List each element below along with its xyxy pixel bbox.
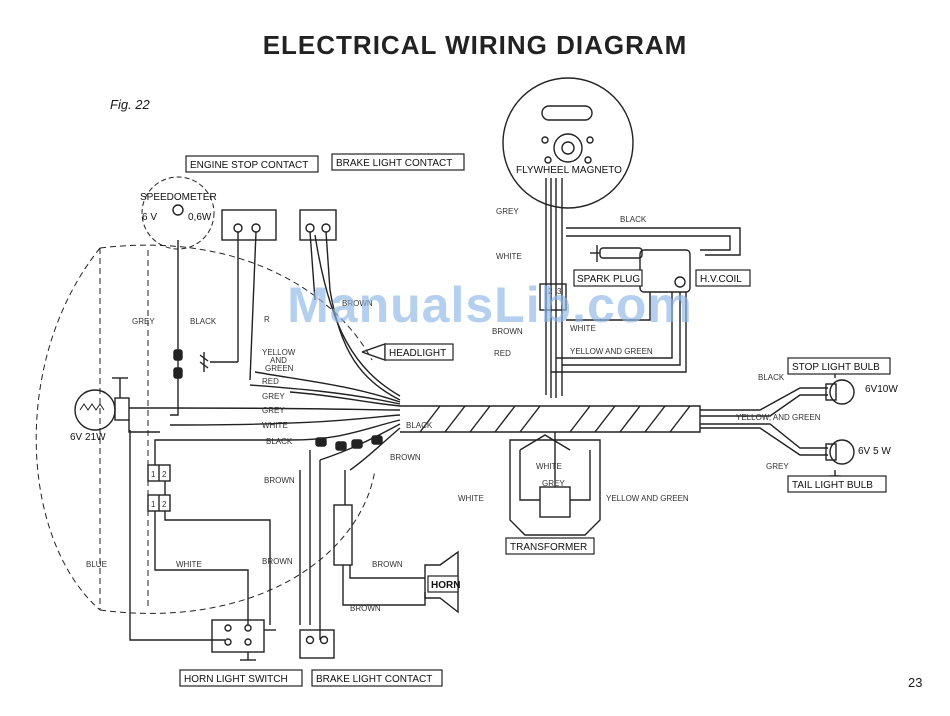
wire-label-red: RED <box>262 377 279 386</box>
wire-label-black: BLACK <box>758 373 785 382</box>
speedometer-label: SPEEDOMETER <box>140 192 217 203</box>
brake-light-contact-bottom-label: BRAKE LIGHT CONTACT <box>316 674 432 685</box>
wire-label-green: GREEN <box>265 364 294 373</box>
tail-light-bulb <box>829 439 855 465</box>
page-number: 23 <box>908 675 923 690</box>
magneto-terminal-block <box>539 283 567 311</box>
wire-label-black: BLACK <box>266 437 293 446</box>
wire-label-white: WHITE <box>458 494 484 503</box>
wire-label-brown: BROWN <box>390 453 421 462</box>
terminal-2-lower: 2 <box>162 500 167 509</box>
terminal-2-upper: 2 <box>162 470 167 479</box>
wire-label-white: WHITE <box>496 252 522 261</box>
stop-light-label-box <box>787 357 891 375</box>
page-title: ELECTRICAL WIRING DIAGRAM <box>262 30 688 60</box>
wire-label-black: BLACK <box>620 215 647 224</box>
wire-label-r: R <box>264 315 270 324</box>
hv-coil-label: H.V.COIL <box>700 274 742 285</box>
headlamp-rating: 6V 21W <box>70 432 106 443</box>
horn-light-switch-box <box>211 619 265 653</box>
wire-label-and: AND <box>270 356 287 365</box>
wire-label-grey: GREY <box>262 406 285 415</box>
flywheel-magneto-label: FLYWHEEL MAGNETO <box>516 165 622 176</box>
brake-light-contact-top-label: BRAKE LIGHT CONTACT <box>336 158 452 169</box>
headlight-label: HEADLIGHT <box>389 348 446 359</box>
figure-label: Fig. 22 <box>110 97 150 112</box>
stop-light-bulb-label: STOP LIGHT BULB <box>792 362 880 373</box>
wire-label-brown: BROWN <box>372 560 403 569</box>
transformer-housing <box>509 439 601 536</box>
terminal-1-upper: 1 <box>151 470 156 479</box>
spark-plug-label: SPARK PLUG <box>577 274 640 285</box>
wire-label-brown: BROWN <box>492 327 523 336</box>
wire-label-red: RED <box>494 349 511 358</box>
horn-label: HORN <box>431 580 460 591</box>
headlamp-housing-outline <box>35 247 101 611</box>
tail-light-bulb-label: TAIL LIGHT BULB <box>792 480 873 491</box>
horn-label-box <box>427 575 459 593</box>
wire-label-blue: BLUE <box>86 560 107 569</box>
transformer-label: TRANSFORMER <box>510 542 587 553</box>
wire-label-grey: GREY <box>766 462 789 471</box>
horn-bell <box>424 550 459 614</box>
brake-light-contact-bottom-box <box>299 629 335 659</box>
wire-label-yellow: YELLOW <box>262 348 296 357</box>
wire-label-yellow-and-green: YELLOW AND GREEN <box>606 494 689 503</box>
wire-label-white: WHITE <box>536 462 562 471</box>
wire-label-black: BLACK <box>406 421 433 430</box>
wire-label-grey: GREY <box>542 479 565 488</box>
stop-light-rating: 6V10W <box>865 384 898 395</box>
headlamp-housing-outline <box>99 469 376 614</box>
speedometer-voltage: 6 V <box>142 212 157 223</box>
flywheel-magneto-disc <box>502 77 634 209</box>
hv-coil-label-box <box>695 269 751 287</box>
watermark: ManualsLib.com <box>287 277 693 333</box>
wire-label-grey: GREY <box>496 207 519 216</box>
headlamp-housing-outline <box>99 244 373 361</box>
wire-label-brown: BROWN <box>264 476 295 485</box>
wire-label-brown: BROWN <box>262 557 293 566</box>
wire-label-yellow-and-green: YELLOW, AND GREEN <box>736 413 821 422</box>
wire-label-white: WHITE <box>176 560 202 569</box>
engine-stop-contact-box <box>221 209 277 241</box>
wire-label-white: WHITE <box>262 421 288 430</box>
speedometer-wattage: 0,6W <box>188 212 212 223</box>
brake-light-contact-bottom-label-box <box>311 669 443 687</box>
brake-light-contact-top-box <box>299 209 337 241</box>
tail-light-rating: 6V 5 W <box>858 446 891 457</box>
wire-label-black: BLACK <box>190 317 217 326</box>
headlamp-bulb <box>74 389 116 431</box>
magneto-terminal-2: 2 <box>548 287 553 296</box>
wire-label-white: WHITE <box>570 324 596 333</box>
horn-light-switch-label: HORN LIGHT SWITCH <box>184 674 288 685</box>
transformer-block <box>539 486 571 518</box>
main-harness <box>400 405 701 433</box>
wire-label-grey: GREY <box>132 317 155 326</box>
transformer-label-box <box>505 537 595 555</box>
engine-stop-contact-label: ENGINE STOP CONTACT <box>190 160 308 171</box>
wire-label-yellow-and-green: YELLOW AND GREEN <box>570 347 653 356</box>
wire-label-brown: BROWN <box>350 604 381 613</box>
engine-stop-contact-label-box <box>185 155 319 173</box>
brake-light-contact-top-label-box <box>331 153 465 171</box>
wire-label-grey: GREY <box>262 392 285 401</box>
horn-light-switch-label-box <box>179 669 303 687</box>
wire-label-brown: BROWN <box>342 299 373 308</box>
headlight-label-box <box>384 343 454 361</box>
stop-light-bulb <box>829 379 855 405</box>
spark-plug-label-box <box>573 269 643 287</box>
magneto-terminal-3: 3 <box>557 287 562 296</box>
tail-light-label-box <box>787 475 887 493</box>
terminal-1-lower: 1 <box>151 500 156 509</box>
